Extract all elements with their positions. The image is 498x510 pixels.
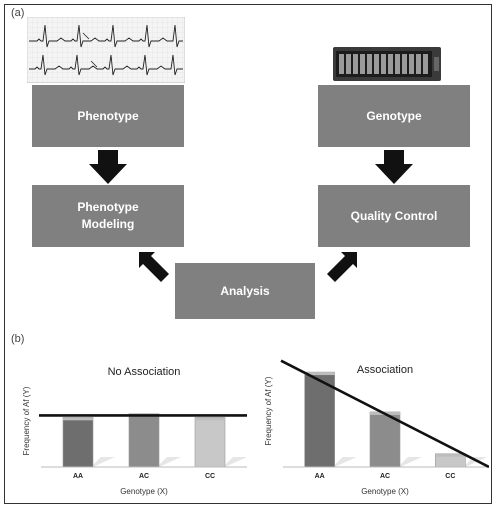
analysis-box: Analysis (175, 263, 315, 319)
arrow-diagonal-right-icon (327, 252, 357, 282)
bar-shadow (400, 457, 422, 467)
panel-b-label: (b) (11, 333, 25, 345)
chart-title: No Association (108, 366, 181, 378)
phenotype-box: Phenotype (32, 85, 184, 147)
bar-shadow (93, 457, 115, 467)
bar-shadow (225, 457, 247, 467)
arrow-down-right-icon (375, 150, 413, 184)
x-axis-label: Genotype (X) (361, 487, 409, 496)
trend-line (280, 359, 489, 469)
phenotype-modeling-label-line1: Phenotype (77, 200, 139, 214)
x-tick-label-cc: CC (445, 473, 455, 480)
chart-title: Association (357, 364, 413, 376)
arrow-diagonal-left-icon (139, 252, 169, 282)
bar-shadow (334, 457, 357, 467)
bar-ac (128, 413, 160, 468)
bar-ac (369, 411, 401, 468)
phenotype-box-label: Phenotype (77, 108, 139, 123)
x-tick-label-cc: CC (205, 473, 215, 480)
bar-shadow (465, 457, 488, 467)
bar-aa (62, 417, 94, 468)
analysis-box-label: Analysis (220, 283, 270, 298)
x-tick-label-ac: AC (380, 473, 390, 480)
x-tick-label-aa: AA (73, 473, 83, 480)
x-tick-label-aa: AA (315, 473, 325, 480)
bar-aa (304, 371, 335, 468)
ecg-strip-image (27, 17, 185, 83)
bar-shadow (159, 457, 181, 467)
y-axis-label: Frequency of Af (Y) (264, 376, 273, 445)
arrow-down-left-icon (89, 150, 127, 184)
x-axis-label: Genotype (X) (120, 487, 168, 496)
phenotype-modeling-label-line2: Modeling (81, 217, 135, 231)
genotyping-chip-image (333, 47, 441, 81)
quality-control-box-label: Quality Control (350, 208, 438, 223)
bar-top-highlight (63, 417, 93, 421)
quality-control-box: Quality Control (318, 185, 470, 247)
panel-a-label: (a) (11, 7, 25, 19)
bar-cc (194, 417, 226, 468)
genotype-box: Genotype (318, 85, 470, 147)
genotype-box-label: Genotype (366, 108, 422, 123)
figure-frame: (a) Phenotype Genotype (4, 4, 492, 504)
x-tick-label-ac: AC (139, 473, 149, 480)
bar-top-highlight (435, 453, 466, 457)
bar-top-highlight (195, 417, 225, 421)
y-axis-label: Frequency of Af (Y) (22, 386, 31, 455)
bar-top-highlight (304, 372, 335, 376)
phenotype-modeling-box: Phenotype Modeling (32, 185, 184, 247)
